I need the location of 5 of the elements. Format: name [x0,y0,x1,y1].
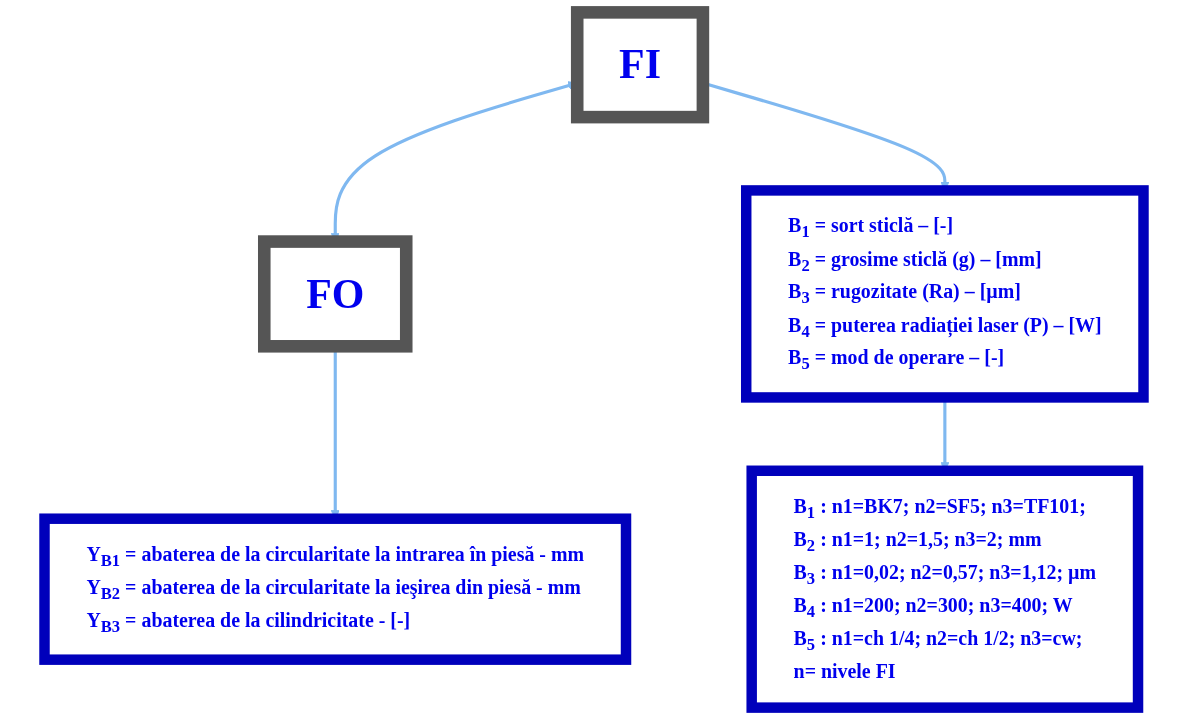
node-box: FI [570,6,710,124]
node-box: FO [258,235,413,353]
node-box: B$_{1}$ = sort sticlă – [-] B$_{2}$ = grosime sticlă (g) – [mm] B$_{3}$ = rugozitate (Ra) – [µm] B$_{4}$ = puterea radiației laser (P) – [W] B$_{5}$ = mod de operare – [-] [741,185,1149,403]
node-box: Y$_{B1}$ = abaterea de la circularitate la intrarea în piesă - mm Y$_{B2}$ = abaterea de la circularitate la ieşirea din piesă - mm Y$_{B3}$ = abaterea de la cilindricitate - [-] [39,513,632,665]
node-box: B$_{1}$ : n1=BK7; n2=SF5; n3=TF101; B$_{2}$ : n1=1; n2=1,5; n3=2; mm B$_{3}$ : n1=0,02; n2=0,57; n3=1,12; µm B$_{4}$ : n1=200; n2=300; n3=400; W B$_{5}$ : n1=ch 1/4; n2=ch 1/2; n3=cw; n= nivele FI [746,465,1144,713]
